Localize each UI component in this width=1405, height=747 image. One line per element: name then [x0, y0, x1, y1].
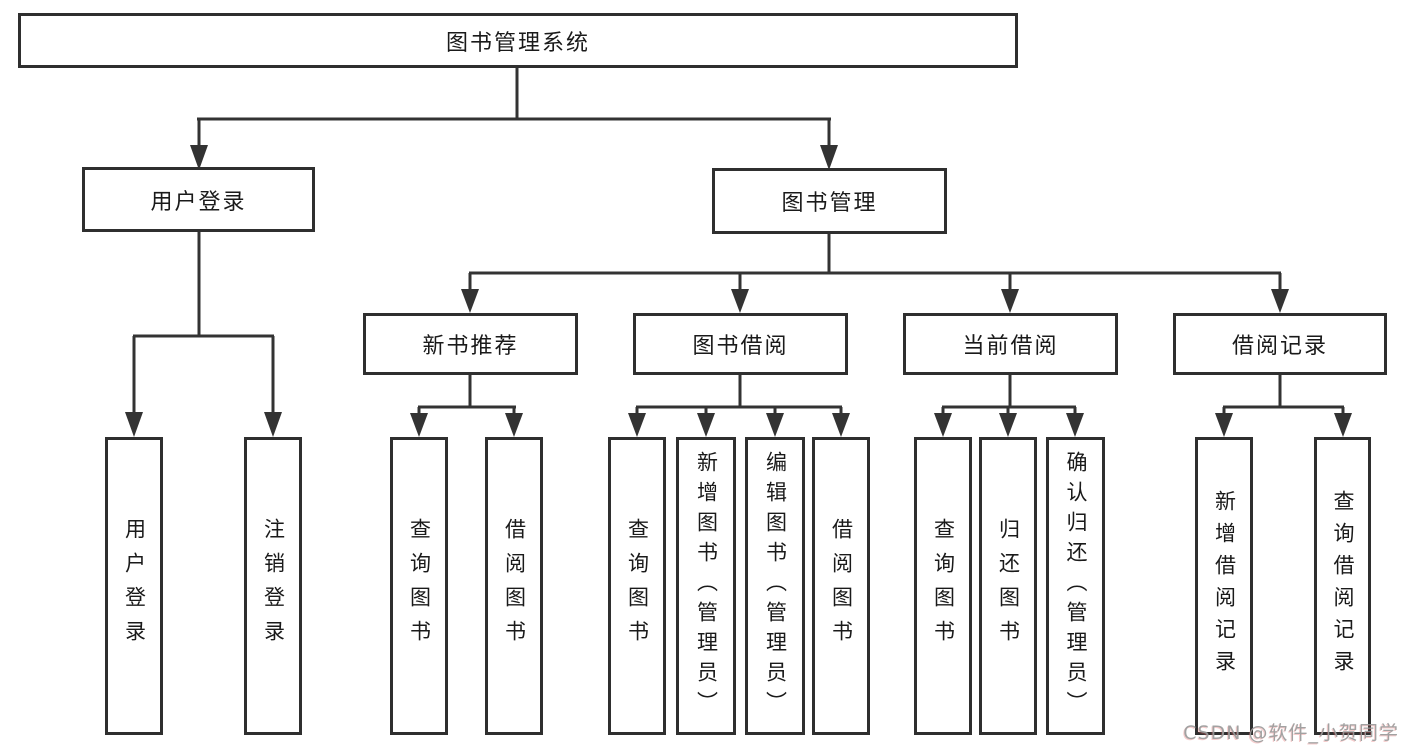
root-node: 图书管理系统	[18, 13, 1018, 68]
leaf-query-borrow-record-label: 查询借阅记录	[1331, 490, 1355, 682]
node-user-login-label: 用户登录	[150, 189, 247, 215]
leaf-query-books-recommend-label: 查询图书	[407, 518, 432, 654]
leaf-query-books-recommend: 查询图书	[390, 437, 448, 735]
node-current-borrowing: 当前借阅	[903, 313, 1118, 375]
leaf-query-books-borrow-label: 查询图书	[625, 518, 650, 654]
node-borrowing-records-label: 借阅记录	[1231, 334, 1328, 359]
node-borrowing-records: 借阅记录	[1173, 313, 1387, 375]
leaf-add-books-admin-label: 新增图书（管理员）	[694, 451, 719, 721]
leaf-borrow-books-recommend: 借阅图书	[485, 437, 543, 735]
node-new-book-recommend: 新书推荐	[363, 313, 578, 375]
leaf-return-books-label: 归还图书	[996, 518, 1021, 654]
leaf-borrow-books-label: 借阅图书	[829, 518, 854, 654]
node-current-borrowing-label: 当前借阅	[962, 334, 1059, 359]
node-new-book-recommend-label: 新书推荐	[422, 334, 519, 359]
node-book-borrowing-label: 图书借阅	[692, 334, 789, 359]
leaf-logout-label: 注销登录	[261, 518, 286, 654]
node-book-management-label: 图书管理	[781, 191, 878, 216]
leaf-logout: 注销登录	[244, 437, 302, 735]
leaf-query-books-current-label: 查询图书	[931, 518, 956, 654]
leaf-confirm-return-admin: 确认归还（管理员）	[1046, 437, 1105, 735]
leaf-borrow-books: 借阅图书	[812, 437, 870, 735]
node-user-login: 用户登录	[82, 167, 315, 232]
leaf-add-borrow-record-label: 新增借阅记录	[1212, 490, 1237, 682]
leaf-borrow-books-recommend-label: 借阅图书	[502, 518, 527, 654]
leaf-add-books-admin: 新增图书（管理员）	[676, 437, 736, 735]
leaf-confirm-return-admin-label: 确认归还（管理员）	[1064, 451, 1088, 721]
leaf-edit-books-admin: 编辑图书（管理员）	[745, 437, 805, 735]
leaf-user-login: 用户登录	[105, 437, 163, 735]
leaf-return-books: 归还图书	[979, 437, 1037, 735]
leaf-add-borrow-record: 新增借阅记录	[1195, 437, 1253, 735]
watermark: CSDN @软件_小贺同学	[1183, 722, 1399, 744]
leaf-query-books-current: 查询图书	[914, 437, 972, 735]
leaf-edit-books-admin-label: 编辑图书（管理员）	[763, 451, 788, 721]
leaf-query-borrow-record: 查询借阅记录	[1314, 437, 1371, 735]
node-book-management: 图书管理	[712, 168, 947, 234]
leaf-user-login-label: 用户登录	[122, 518, 147, 654]
node-book-borrowing: 图书借阅	[633, 313, 848, 375]
root-node-label: 图书管理系统	[445, 30, 590, 56]
leaf-query-books-borrow: 查询图书	[608, 437, 666, 735]
